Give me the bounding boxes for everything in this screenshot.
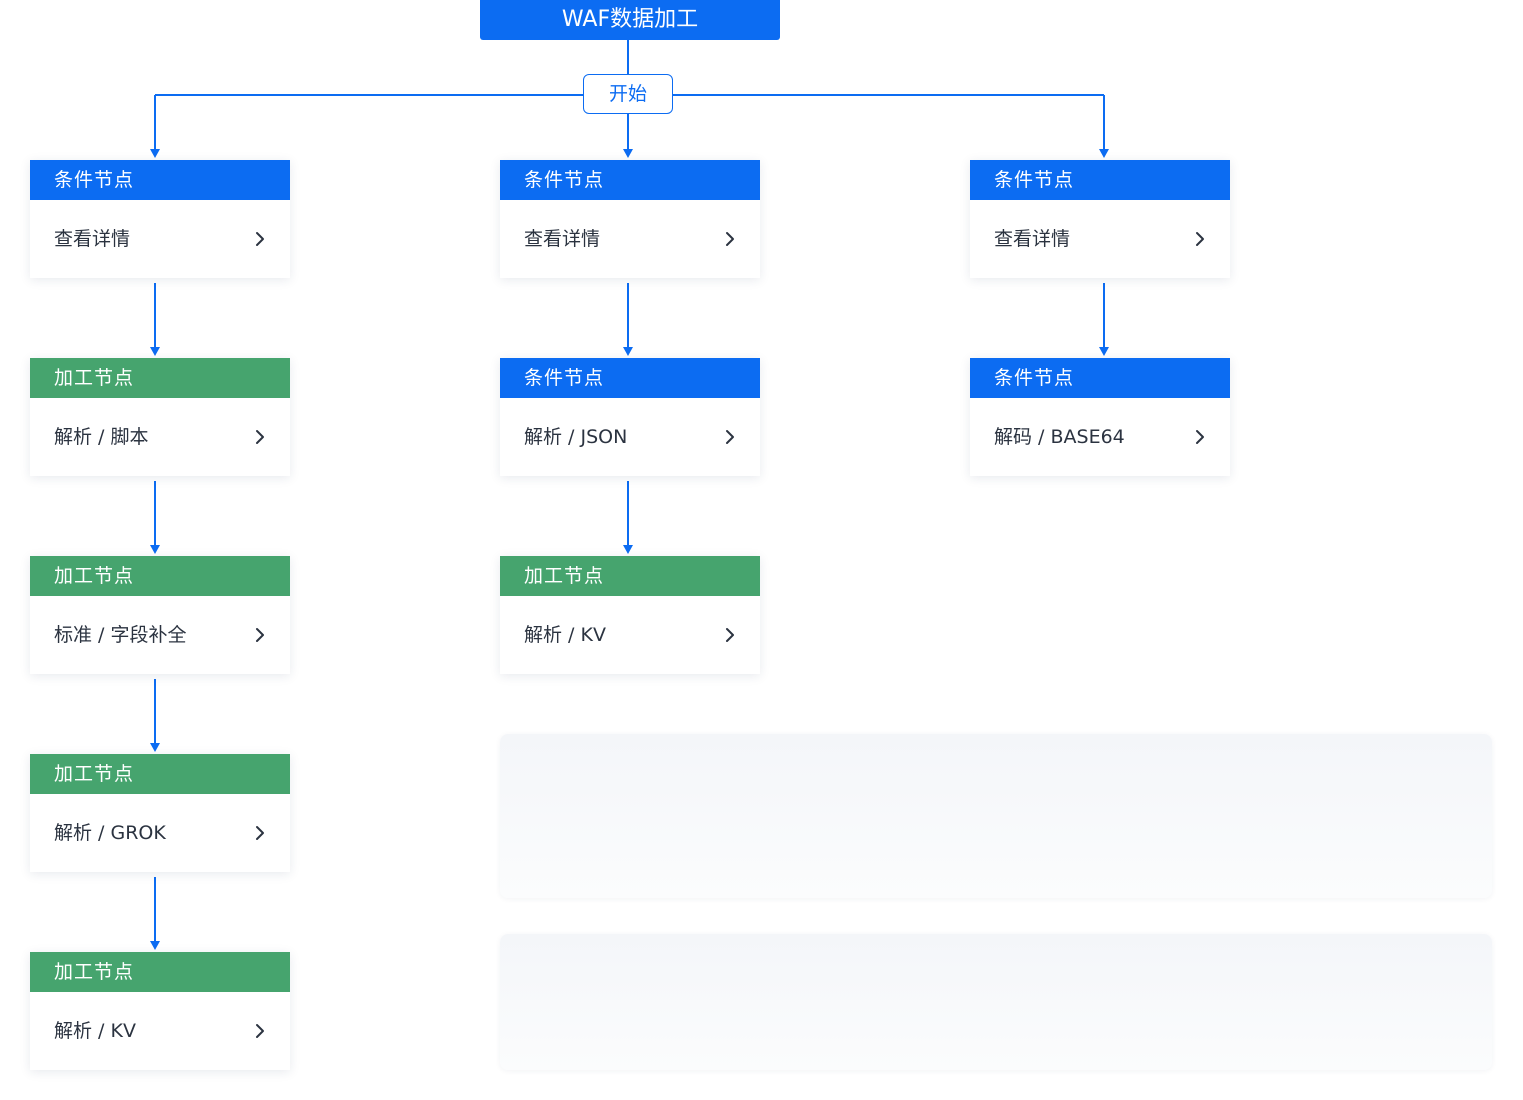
chevron-right-icon xyxy=(256,430,264,444)
node-header: 条件节点 xyxy=(500,358,760,398)
process-node: 加工节点解析 / GROK xyxy=(30,754,290,872)
node-detail-label: 解析 / GROK xyxy=(54,822,166,844)
node-detail-label: 解析 / JSON xyxy=(524,426,628,448)
node-detail-label: 解析 / 脚本 xyxy=(54,426,149,448)
process-node: 加工节点标准 / 字段补全 xyxy=(30,556,290,674)
chevron-right-icon xyxy=(1196,430,1204,444)
chevron-right-icon xyxy=(256,628,264,642)
process-node: 加工节点解析 / KV xyxy=(500,556,760,674)
node-detail-label: 解码 / BASE64 xyxy=(994,426,1125,448)
flow-title-button[interactable]: WAF数据加工 xyxy=(480,0,780,40)
condition-node: 条件节点查看详情 xyxy=(500,160,760,278)
node-header: 加工节点 xyxy=(500,556,760,596)
chevron-right-icon xyxy=(256,232,264,246)
node-detail-label: 解析 / KV xyxy=(54,1020,136,1042)
node-detail-link[interactable]: 查看详情 xyxy=(500,200,760,278)
node-detail-link[interactable]: 标准 / 字段补全 xyxy=(30,596,290,674)
process-node: 加工节点解析 / KV xyxy=(30,952,290,1070)
chevron-right-icon xyxy=(256,826,264,840)
empty-panel-2 xyxy=(500,934,1492,1070)
node-detail-label: 解析 / KV xyxy=(524,624,606,646)
node-detail-link[interactable]: 解码 / BASE64 xyxy=(970,398,1230,476)
node-header: 加工节点 xyxy=(30,754,290,794)
start-button[interactable]: 开始 xyxy=(583,74,673,114)
condition-node: 条件节点解码 / BASE64 xyxy=(970,358,1230,476)
node-detail-link[interactable]: 解析 / JSON xyxy=(500,398,760,476)
empty-panel-1 xyxy=(500,734,1492,898)
node-detail-link[interactable]: 解析 / KV xyxy=(500,596,760,674)
node-header: 条件节点 xyxy=(500,160,760,200)
node-detail-link[interactable]: 查看详情 xyxy=(970,200,1230,278)
node-detail-link[interactable]: 解析 / GROK xyxy=(30,794,290,872)
node-header: 条件节点 xyxy=(30,160,290,200)
node-detail-link[interactable]: 解析 / 脚本 xyxy=(30,398,290,476)
node-detail-link[interactable]: 解析 / KV xyxy=(30,992,290,1070)
condition-node: 条件节点解析 / JSON xyxy=(500,358,760,476)
node-header: 加工节点 xyxy=(30,952,290,992)
arrow-head-icon xyxy=(1099,347,1109,356)
chevron-right-icon xyxy=(726,628,734,642)
arrow-head-icon xyxy=(150,347,160,356)
chevron-right-icon xyxy=(726,232,734,246)
arrow-head-icon xyxy=(150,545,160,554)
process-node: 加工节点解析 / 脚本 xyxy=(30,358,290,476)
node-detail-label: 标准 / 字段补全 xyxy=(54,624,187,646)
condition-node: 条件节点查看详情 xyxy=(30,160,290,278)
chevron-right-icon xyxy=(726,430,734,444)
node-detail-link[interactable]: 查看详情 xyxy=(30,200,290,278)
node-header: 条件节点 xyxy=(970,358,1230,398)
node-header: 条件节点 xyxy=(970,160,1230,200)
node-detail-label: 查看详情 xyxy=(54,228,131,250)
arrow-head-icon xyxy=(623,545,633,554)
arrow-head-icon xyxy=(623,347,633,356)
arrow-head-icon xyxy=(150,743,160,752)
arrow-head-icon xyxy=(150,941,160,950)
arrow-head-icon xyxy=(150,149,160,158)
node-detail-label: 查看详情 xyxy=(524,228,601,250)
condition-node: 条件节点查看详情 xyxy=(970,160,1230,278)
arrow-head-icon xyxy=(1099,149,1109,158)
chevron-right-icon xyxy=(1196,232,1204,246)
node-detail-label: 查看详情 xyxy=(994,228,1071,250)
node-header: 加工节点 xyxy=(30,358,290,398)
chevron-right-icon xyxy=(256,1024,264,1038)
node-header: 加工节点 xyxy=(30,556,290,596)
arrow-head-icon xyxy=(623,149,633,158)
